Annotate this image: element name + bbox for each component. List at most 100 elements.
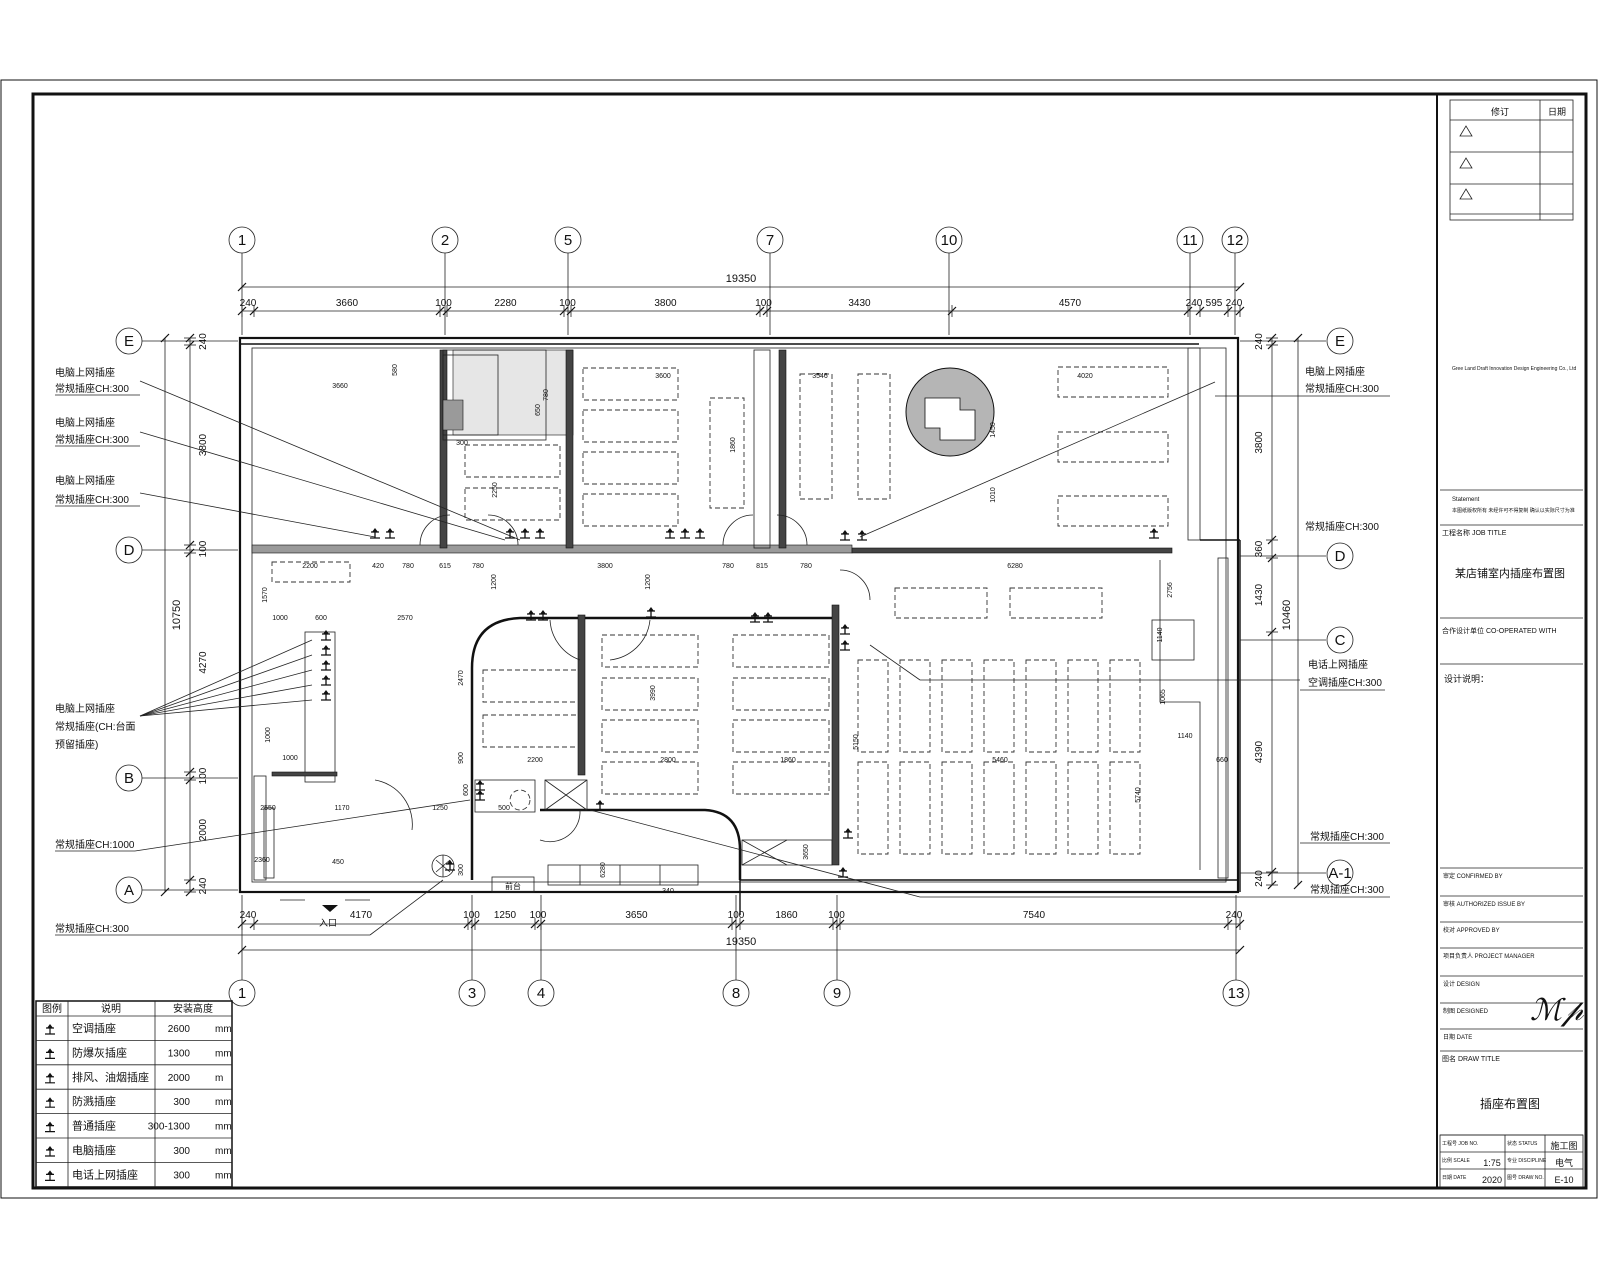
- legend-height: 2600: [168, 1024, 191, 1035]
- room-dimension: 600: [315, 615, 327, 622]
- company-name: Gree Land Draft Innovation Design Engine…: [1452, 366, 1576, 372]
- dimension-value: 4170: [350, 910, 373, 921]
- legend-height: 300: [173, 1097, 190, 1108]
- sign-row-label: 日期 DATE: [1443, 1033, 1472, 1041]
- dimension-total-left: 10750: [171, 600, 183, 631]
- axis-bottom-label: 4: [537, 985, 545, 1002]
- room-dimension: 3800: [597, 563, 613, 570]
- axis-bottom-label: 8: [732, 985, 740, 1002]
- dimension-value: 3660: [336, 298, 359, 309]
- socket-symbol-icon: [646, 607, 656, 618]
- frame-border: [31, 92, 1588, 1190]
- room-dimension: 1140: [1157, 627, 1164, 642]
- room-dimension: 2250: [492, 482, 499, 498]
- legend-unit: mm: [215, 1170, 232, 1181]
- axis-bottom-label: 3: [468, 985, 476, 1002]
- title-block: 修订 日期 Gree Land Draft Innovation Design …: [1439, 99, 1585, 1188]
- dimension-value: 1860: [775, 910, 798, 921]
- dimension-value: 100: [463, 910, 480, 921]
- dimension-value: 2280: [494, 298, 517, 309]
- job-title: 某店铺室内插座布置图: [1455, 566, 1565, 580]
- axis-bottom-label: 1: [238, 985, 246, 1002]
- axis-right-label: C: [1335, 632, 1346, 649]
- room-dimension: 5150: [853, 734, 860, 750]
- dimension-value: 100: [828, 910, 845, 921]
- room-dimension: 1860: [730, 437, 737, 453]
- dimension-value: 240: [198, 877, 209, 894]
- socket-symbol-icon: [843, 828, 853, 839]
- sign-row-label: 校对 APPROVED BY: [1443, 926, 1500, 934]
- legend-height: 2000: [168, 1073, 191, 1084]
- room-dimension: 4020: [1077, 373, 1093, 380]
- legend-socket-icon: [45, 1024, 55, 1035]
- room-dimension: 3546: [812, 373, 828, 380]
- room-dimension: 580: [392, 364, 399, 376]
- axis-left-label: A: [124, 882, 134, 899]
- annotation-label: 电脑上网插座: [1305, 365, 1365, 378]
- legend-desc: 电话上网插座: [72, 1167, 138, 1181]
- room-dimension: 2550: [260, 805, 276, 812]
- room-dimension: 2570: [397, 615, 413, 622]
- annotation-label: 常规插座CH:300: [55, 382, 129, 395]
- room-dimension: 450: [332, 859, 344, 866]
- floor-plan: 前台: [238, 336, 1241, 928]
- axis-top-label: 11: [1182, 232, 1198, 249]
- job-title-label: 工程名称 JOB TITLE: [1442, 528, 1507, 537]
- dimension-value: 2000: [198, 818, 209, 841]
- annotation-label: 常规插座CH:300: [55, 433, 129, 446]
- room-dimension: 780: [543, 389, 550, 401]
- drawing-title: 插座布置图: [1480, 1096, 1540, 1111]
- drawing-title-label: 图名 DRAW TITLE: [1442, 1054, 1500, 1063]
- axis-left-label: B: [124, 770, 134, 787]
- notes-label: 设计说明：: [1444, 673, 1489, 684]
- dimension-value: 7540: [1023, 910, 1046, 921]
- dimension-value: 595: [1206, 298, 1223, 309]
- room-dimension: 1200: [645, 574, 652, 590]
- dimension-value: 240: [1254, 333, 1265, 350]
- room-dimension: 1450: [990, 422, 997, 438]
- legend-desc: 防溅插座: [72, 1094, 116, 1108]
- legend-socket-icon: [45, 1097, 55, 1108]
- room-dimension: 1860: [780, 757, 796, 764]
- annotation-label: 常规插座CH:1000: [55, 838, 135, 851]
- paper-border: [0, 79, 1598, 1199]
- sign-row-label: 设计 DESIGN: [1443, 980, 1480, 988]
- axis-top-label: 2: [441, 232, 449, 249]
- sign-row-label: 制图 DESIGNED: [1443, 1007, 1489, 1015]
- dimension-value: 3800: [1254, 431, 1265, 454]
- socket-symbol-icon: [680, 528, 690, 539]
- legend-unit: m: [215, 1073, 223, 1084]
- room-dimension: 1000: [272, 615, 288, 622]
- axis-right-label: E: [1335, 333, 1345, 350]
- room-dimension: 2360: [254, 857, 270, 864]
- dimension-value: 4570: [1059, 298, 1082, 309]
- dimension-value: 240: [240, 910, 257, 921]
- room-dimension: 780: [472, 563, 484, 570]
- socket-symbol-icon: [535, 528, 545, 539]
- reception-label: 前台: [505, 881, 521, 891]
- dimension-value: 4270: [198, 651, 209, 674]
- designer-signature: ℳ𝓅: [1530, 994, 1585, 1027]
- socket-symbol-icon: [475, 780, 485, 791]
- room-dimension: 615: [439, 563, 451, 570]
- statement-title: Statement: [1452, 497, 1480, 503]
- axis-right-bubble: [1326, 327, 1354, 355]
- room-dimension: 5460: [992, 757, 1008, 764]
- socket-symbol-icon: [526, 610, 536, 621]
- room-dimension: 1000: [265, 727, 272, 743]
- legend-height: 300-1300: [148, 1122, 191, 1133]
- room-dimension: 2200: [527, 757, 543, 764]
- room-dimension: 6280: [1007, 563, 1023, 570]
- legend-socket-icon: [45, 1121, 55, 1133]
- room-dimension: 3660: [332, 383, 348, 390]
- dimension-value: 100: [728, 910, 745, 921]
- dimension-value: 3800: [198, 433, 209, 456]
- room-dimension: 1065: [1160, 689, 1167, 705]
- cooperate-label: 合作设计单位 CO-OPERATED WITH: [1442, 626, 1557, 635]
- room-dimension: 3990: [650, 685, 657, 701]
- room-dimension: 420: [372, 563, 384, 570]
- legend-header-height: 安装高度: [173, 1002, 213, 1015]
- dimension-value: 1250: [494, 910, 517, 921]
- footer-key: 比例 SCALE: [1442, 1157, 1470, 1164]
